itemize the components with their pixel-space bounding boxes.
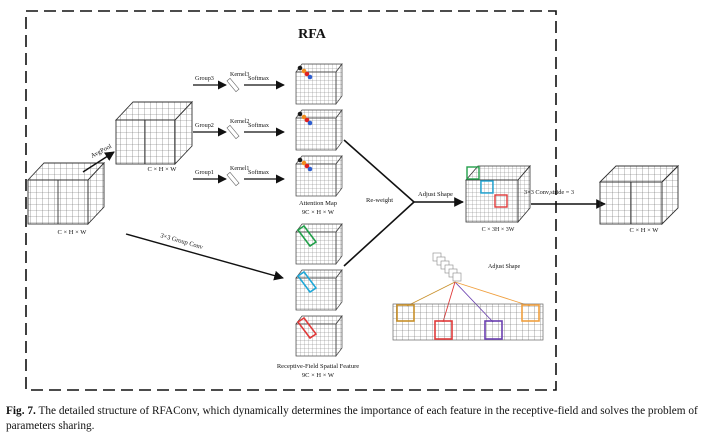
softmax1-label: Softmax bbox=[248, 169, 270, 176]
reweight-label: Re-weight bbox=[366, 197, 393, 204]
unfolded-grid bbox=[392, 303, 544, 341]
rf-dims-label: 9C × H × W bbox=[302, 372, 335, 379]
avgpool-arrow bbox=[82, 151, 115, 173]
stacked-kernel-column bbox=[432, 252, 462, 282]
pooled-feature-cube bbox=[114, 100, 194, 166]
adjust-shape-label: Adjust Shape bbox=[418, 191, 453, 198]
figure-caption: Fig. 7. The detailed structure of RFACon… bbox=[6, 404, 712, 434]
rf-feature-cube-2 bbox=[295, 268, 343, 312]
reweight-line-bottom bbox=[343, 201, 415, 267]
group-conv-arrow bbox=[125, 233, 284, 281]
kernel2-label: Kernel2 bbox=[230, 119, 249, 125]
rfa-boundary bbox=[25, 10, 557, 391]
rf-feature-cube-3 bbox=[295, 314, 343, 358]
attention-map-cube-1 bbox=[295, 154, 343, 198]
group-conv-label: 3×3 Group Conv bbox=[159, 232, 204, 251]
attention-dims-label: 9C × H × W bbox=[302, 209, 335, 216]
attention-map-label: Attention Map bbox=[299, 200, 337, 207]
kernel3-label: Kernel3 bbox=[230, 72, 249, 78]
kernel1-label: Kernel1 bbox=[230, 166, 249, 172]
attention-map-cube-2 bbox=[295, 108, 343, 152]
attention-map-cube-3 bbox=[295, 62, 343, 106]
group1-label: Group1 bbox=[195, 169, 214, 176]
branch-group1: Group1 Kernel1 Softmax bbox=[193, 166, 285, 187]
reweight-line-top bbox=[343, 139, 415, 203]
input-feature-cube bbox=[26, 161, 106, 226]
branch-group2: Group2 Kernel2 Softmax bbox=[193, 119, 285, 140]
adjusted-feature-cube bbox=[465, 164, 531, 224]
branch-group3: Group3 Kernel3 Softmax bbox=[193, 72, 285, 93]
output-dims-label: C × H × W bbox=[630, 227, 660, 234]
group3-label: Group3 bbox=[195, 75, 214, 82]
pooled-dims-label: C × H × W bbox=[148, 166, 178, 173]
figure-label: Fig. 7. bbox=[6, 405, 36, 417]
softmax3-label: Softmax bbox=[248, 75, 270, 82]
rf-feature-label: Receptive-Field Spatial Feature bbox=[277, 363, 359, 370]
rfa-title: RFA bbox=[298, 27, 327, 42]
adjust-shape-illustration-label: Adjust Shape bbox=[488, 264, 521, 270]
rf-feature-cube-1 bbox=[295, 222, 343, 266]
conv-stride-label: 3×3 Conv,stride = 3 bbox=[524, 189, 574, 196]
caption-text: The detailed structure of RFAConv, which… bbox=[6, 405, 698, 432]
output-feature-cube bbox=[598, 164, 680, 226]
group2-label: Group2 bbox=[195, 122, 214, 129]
input-dims-label: C × H × W bbox=[58, 229, 88, 236]
avgpool-label: AvgPool bbox=[90, 143, 113, 160]
adjusted-dims-label: C × 3H × 3W bbox=[482, 227, 515, 233]
softmax2-label: Softmax bbox=[248, 122, 270, 129]
